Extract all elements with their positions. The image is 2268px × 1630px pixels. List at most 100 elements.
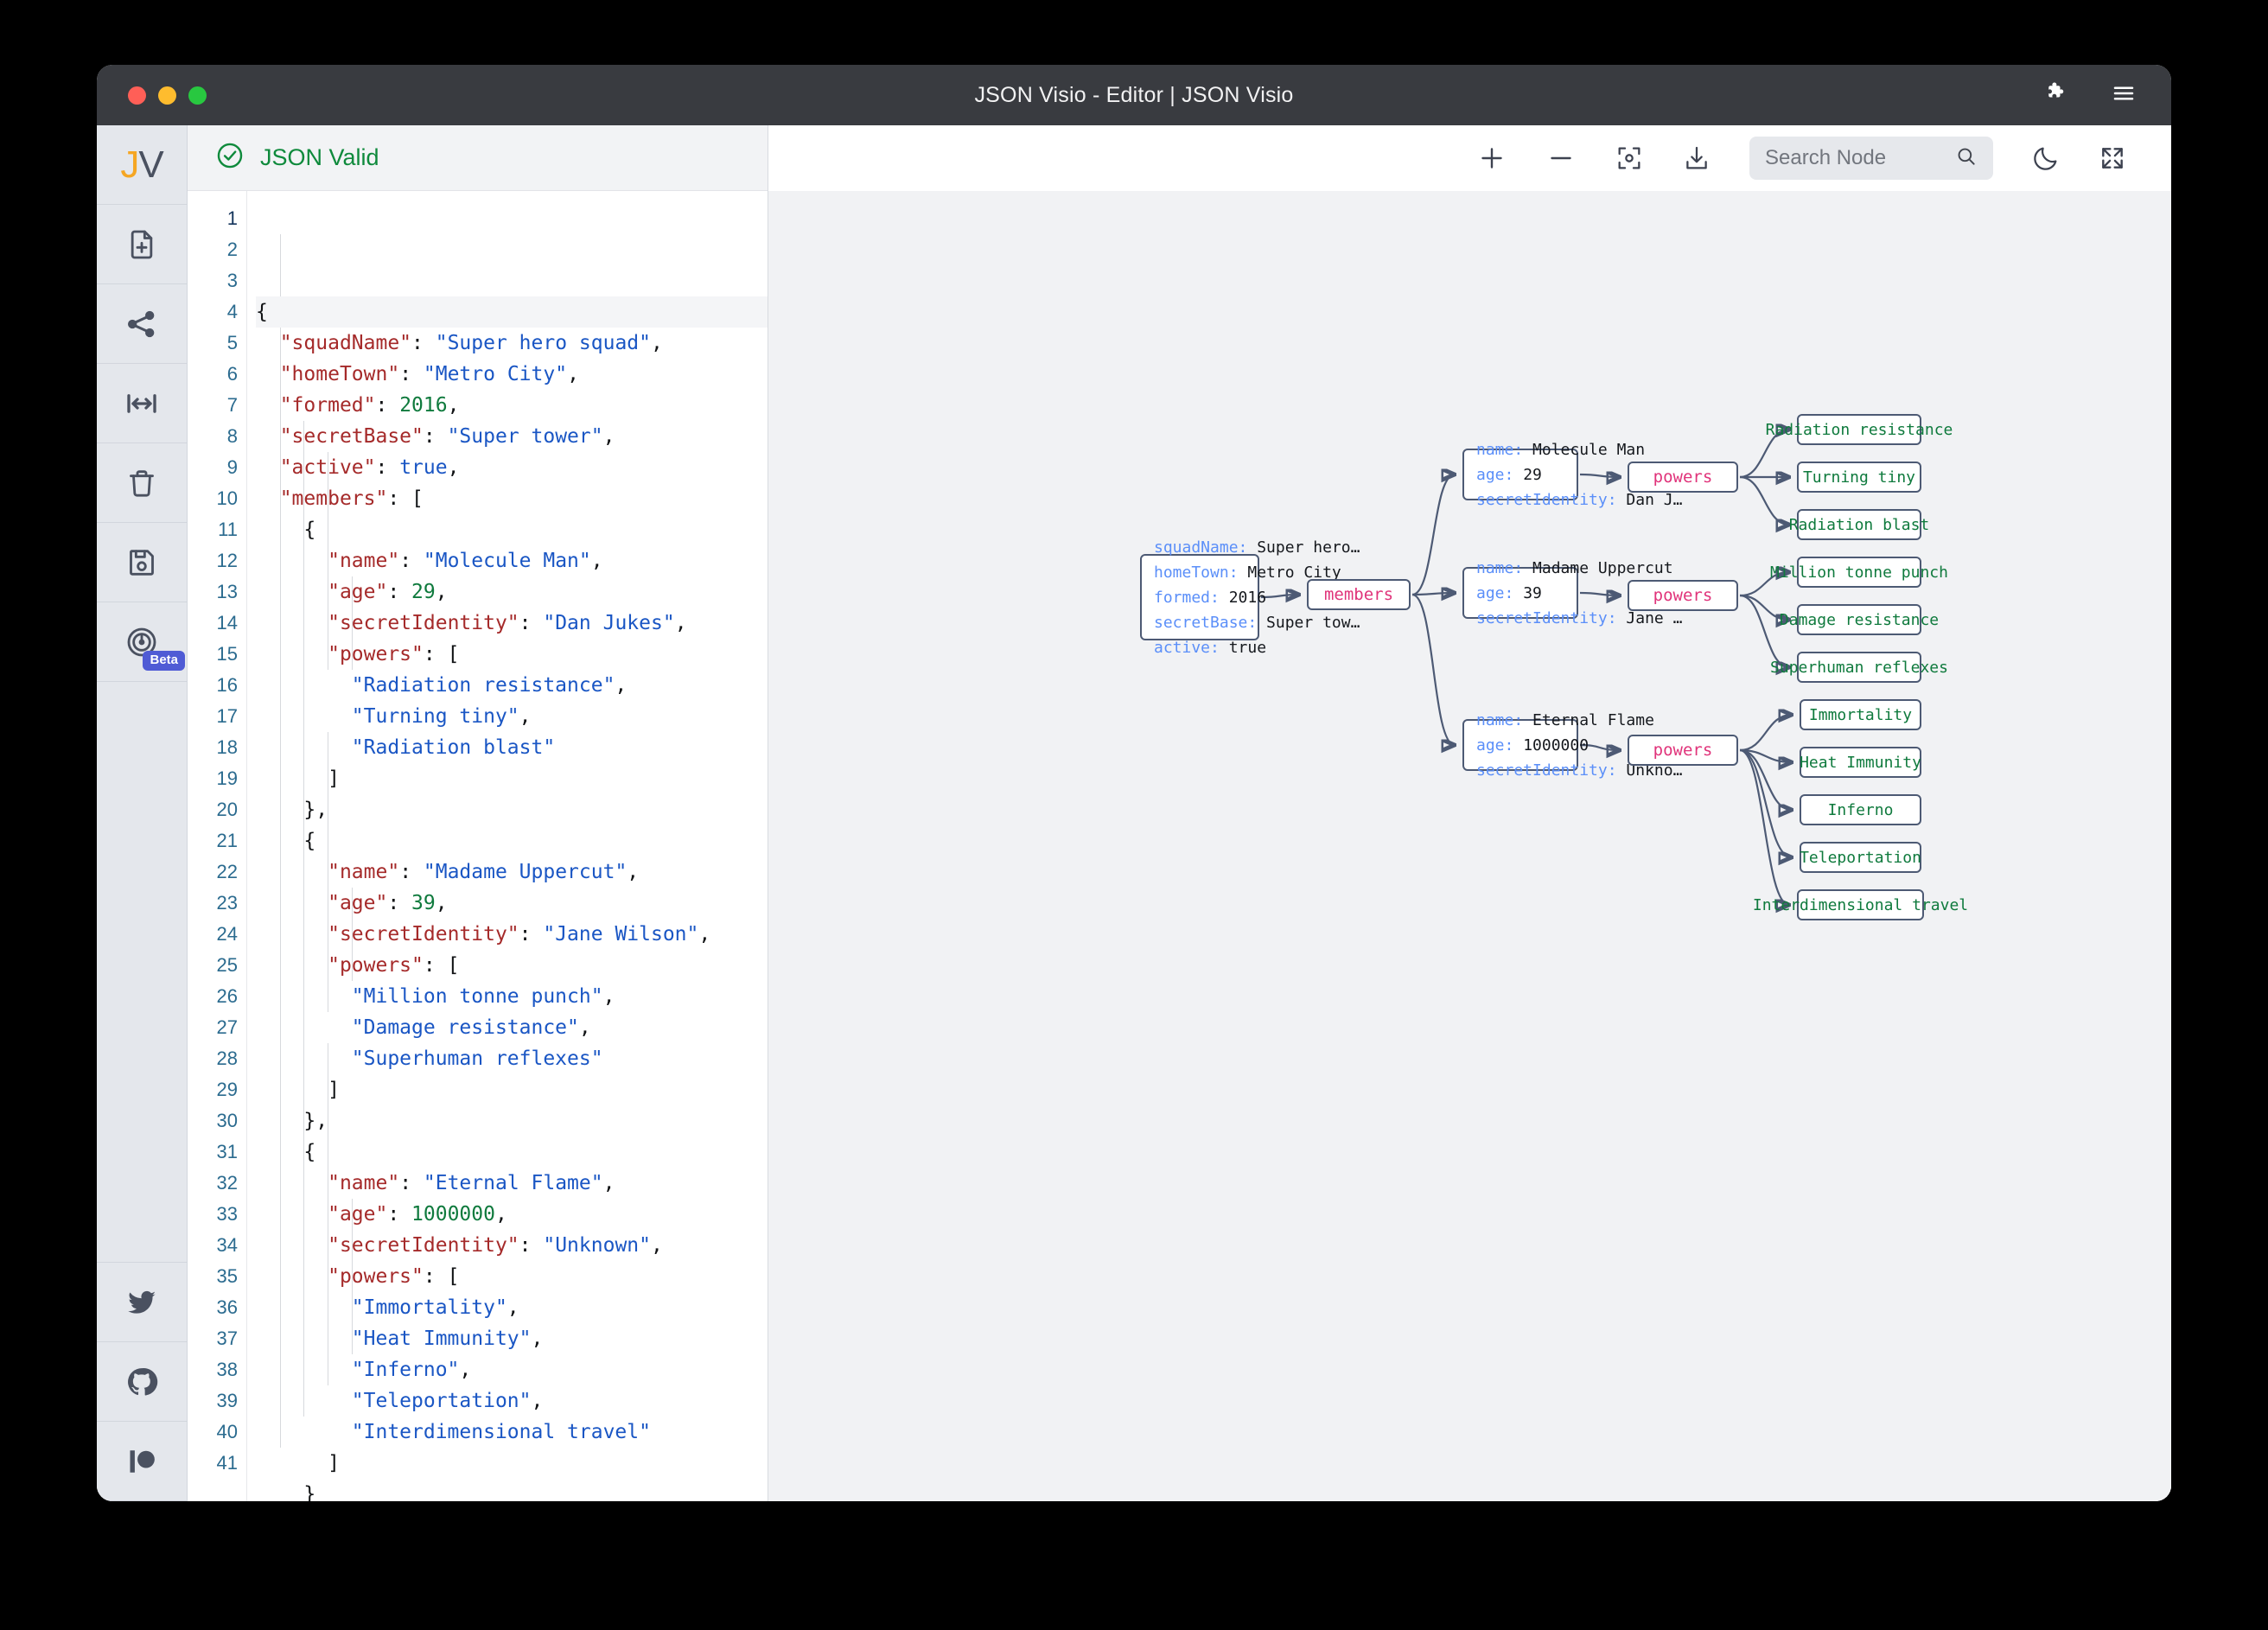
sidebar-item-save[interactable] — [97, 523, 187, 602]
sidebar-item-share[interactable] — [97, 284, 187, 364]
puzzle-icon[interactable] — [2043, 80, 2069, 111]
graph-canvas[interactable]: squadName: Super hero…homeTown: Metro Ci… — [768, 191, 2171, 1501]
token-punct: , — [650, 1234, 663, 1257]
graph-node-key[interactable]: powers — [1628, 580, 1738, 611]
fullscreen-button[interactable] — [2099, 144, 2126, 172]
graph-node-value[interactable]: Interdimensional travel — [1753, 889, 1968, 920]
token-punct: } — [303, 1483, 316, 1501]
code-line: "powers": [ — [256, 639, 768, 670]
graph-node-value[interactable]: Superhuman reflexes — [1770, 652, 1948, 683]
hamburger-menu-icon[interactable] — [2111, 80, 2137, 111]
line-number: 19 — [216, 767, 238, 789]
graph-node-object[interactable]: squadName: Super hero…homeTown: Metro Ci… — [1140, 538, 1360, 657]
sidebar-item-github[interactable] — [97, 1342, 187, 1422]
token-key: "secretBase" — [279, 425, 424, 448]
token-punct: { — [303, 1141, 316, 1163]
search-icon[interactable] — [1955, 145, 1978, 172]
token-punct: , — [615, 674, 628, 697]
token-punct: , — [447, 394, 460, 417]
logo-letter-j: J — [120, 143, 139, 186]
zoom-out-button[interactable] — [1545, 143, 1577, 174]
line-number: 35 — [216, 1265, 238, 1287]
sidebar-item-patreon[interactable] — [97, 1422, 187, 1501]
line-number: 20 — [216, 799, 238, 820]
node-row-value: Madame Uppercut — [1532, 558, 1673, 577]
token-str: "Jane Wilson" — [543, 923, 699, 946]
token-punct: , — [698, 923, 711, 946]
node-row-key: name: — [1476, 440, 1533, 459]
token-num: 29 — [411, 581, 436, 603]
graph-node-value[interactable]: Teleportation — [1800, 842, 1921, 873]
code-line: }, — [256, 794, 768, 825]
app-window: JSON Visio - Editor | JSON Visio JV — [97, 65, 2171, 1501]
sidebar-item-beta[interactable]: Beta — [97, 602, 187, 682]
node-row-key: secretIdentity: — [1476, 761, 1627, 780]
token-num: 39 — [411, 892, 436, 914]
graph-node-value[interactable]: Million tonne punch — [1770, 557, 1948, 588]
token-punct: , — [602, 1172, 615, 1194]
line-number: 28 — [216, 1047, 238, 1069]
line-number: 39 — [216, 1390, 238, 1411]
minimize-button[interactable] — [158, 86, 176, 105]
token-punct: , — [602, 985, 615, 1008]
graph-node-value[interactable]: Turning tiny — [1797, 462, 1921, 493]
node-row: secretIdentity: Dan J… — [1476, 487, 1682, 513]
center-view-button[interactable] — [1615, 143, 1644, 173]
graph-node-value[interactable]: Damage resistance — [1780, 604, 1939, 635]
node-row: name: Molecule Man — [1476, 437, 1645, 462]
token-key: "age" — [328, 1203, 388, 1226]
token-punct: : — [423, 425, 448, 448]
sidebar-item-delete[interactable] — [97, 443, 187, 523]
dark-mode-toggle[interactable] — [2031, 143, 2061, 173]
token-punct: : — [375, 456, 400, 479]
token-punct: : [ — [387, 487, 424, 510]
zoom-in-button[interactable] — [1476, 143, 1507, 174]
graph-node-value[interactable]: Immortality — [1800, 699, 1921, 730]
token-punct: , — [627, 861, 640, 883]
graph-node-key[interactable]: powers — [1628, 735, 1738, 766]
node-value-label: Million tonne punch — [1770, 563, 1948, 582]
code-line: }, — [256, 1105, 768, 1137]
line-number: 10 — [216, 487, 238, 509]
node-row-value: Molecule Man — [1532, 440, 1646, 459]
graph-node-value[interactable]: Radiation resistance — [1766, 414, 1953, 445]
sidebar-item-new-file[interactable] — [97, 205, 187, 284]
titlebar-actions — [2043, 65, 2137, 125]
graph-node-value[interactable]: Radiation blast — [1789, 509, 1929, 540]
graph-edge — [1411, 593, 1455, 745]
graph-node-value[interactable]: Heat Immunity — [1800, 747, 1921, 778]
code-line: ] — [256, 1448, 768, 1479]
graph-edges — [1260, 191, 2171, 1501]
node-row-value: 2016 — [1228, 588, 1267, 607]
close-button[interactable] — [128, 86, 146, 105]
sidebar-item-fit-width[interactable] — [97, 364, 187, 443]
token-str: "Madame Uppercut" — [423, 861, 628, 883]
sidebar-item-twitter[interactable] — [97, 1263, 187, 1342]
node-row-value: Super hero… — [1257, 538, 1360, 557]
download-button[interactable] — [1682, 143, 1711, 173]
token-str: "Radiation resistance" — [351, 674, 615, 697]
graph-node-value[interactable]: Inferno — [1800, 794, 1921, 825]
search-node-box[interactable] — [1749, 137, 1993, 180]
graph-node-key[interactable]: powers — [1628, 462, 1738, 493]
maximize-button[interactable] — [188, 86, 207, 105]
graph-edge — [1739, 475, 1789, 525]
node-row: age: 39 — [1476, 581, 1564, 606]
node-row-key: name: — [1476, 558, 1533, 577]
code-content[interactable]: { "squadName": "Super hero squad", "home… — [246, 191, 768, 1501]
code-line: ] — [256, 763, 768, 794]
node-value-label: Radiation resistance — [1765, 420, 1953, 439]
floppy-disk-icon — [124, 545, 159, 580]
graph-edge — [1411, 593, 1455, 595]
code-line: "Radiation resistance", — [256, 670, 768, 701]
patreon-icon — [126, 1446, 157, 1477]
graph-node-key[interactable]: members — [1307, 579, 1411, 610]
search-input[interactable] — [1765, 146, 1946, 170]
graph-edge — [1739, 594, 1789, 667]
node-row-key: formed: — [1154, 588, 1229, 607]
token-punct: , — [531, 1328, 544, 1350]
